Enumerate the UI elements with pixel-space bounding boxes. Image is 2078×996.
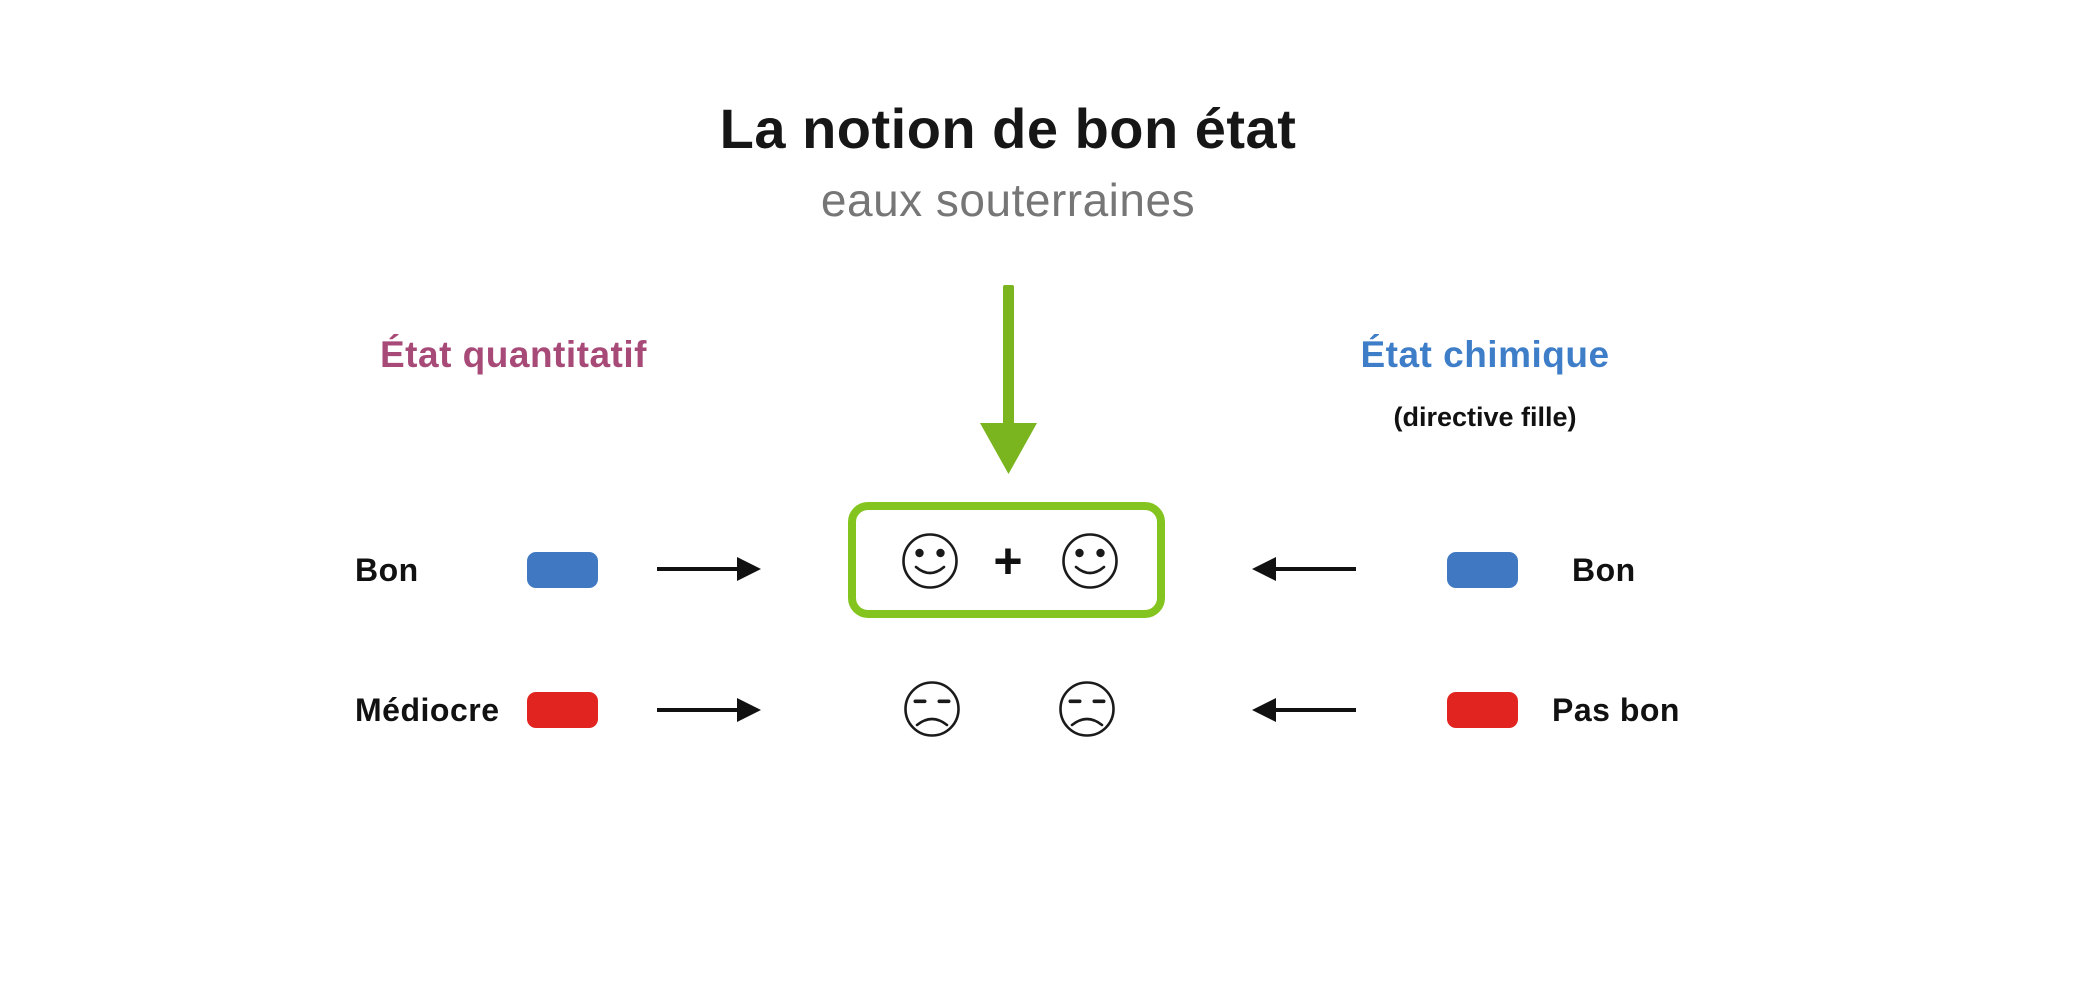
happy-face-icon-2 — [1060, 531, 1120, 591]
good-swatch-right — [1447, 552, 1518, 588]
page-subtitle: eaux souterraines — [820, 173, 1196, 226]
poor-swatch-left — [527, 692, 598, 728]
chemical-state-heading: État chimique — [1360, 334, 1610, 375]
chemical-state-heading-note: (directive fille) — [1393, 402, 1577, 432]
poor-swatch-right — [1447, 692, 1518, 728]
arrow-right-good-icon — [657, 556, 761, 582]
good-state-box — [848, 502, 1165, 618]
chemical-state-heading-block: État chimique (directive fille) — [1285, 334, 1685, 433]
arrow-right-poor-icon — [657, 697, 761, 723]
page-title: La notion de bon état — [719, 97, 1297, 160]
label-bon-right: Bon — [1572, 552, 1636, 588]
arrow-left-poor-icon — [1252, 697, 1356, 723]
sad-face-icon-1 — [902, 679, 962, 739]
arrow-left-good-icon — [1252, 556, 1356, 582]
label-mediocre: Médiocre — [355, 692, 500, 728]
plus-sign: + — [993, 533, 1023, 589]
happy-face-icon-1 — [900, 531, 960, 591]
label-pas-bon: Pas bon — [1552, 692, 1680, 728]
good-swatch-left — [527, 552, 598, 588]
sad-face-icon-2 — [1057, 679, 1117, 739]
title-block: La notion de bon état eaux souterraines — [508, 97, 1508, 227]
quantitative-state-heading: État quantitatif — [380, 334, 647, 375]
label-bon-left: Bon — [355, 552, 419, 588]
down-arrow-icon — [978, 285, 1039, 475]
